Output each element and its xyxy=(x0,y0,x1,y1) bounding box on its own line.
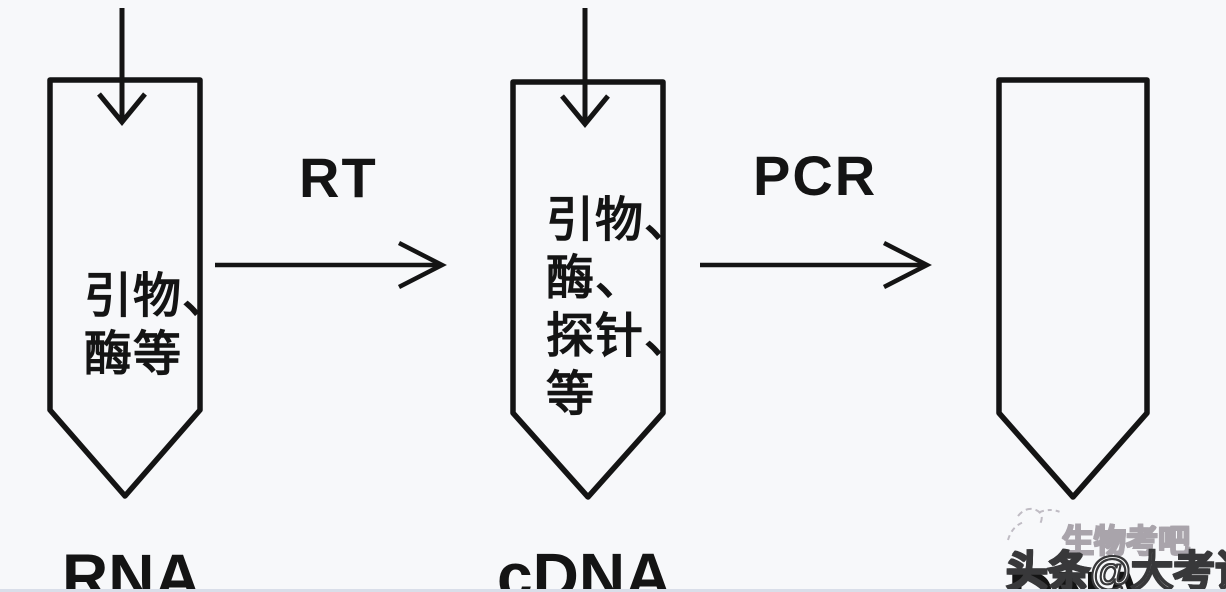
rna-tube-contents-line1: 引物、 xyxy=(84,270,232,323)
stage-label-rna: RNA xyxy=(62,541,201,592)
test-tube-dna xyxy=(996,77,1150,500)
rna-tube-contents-line2: 酶等 xyxy=(84,328,183,381)
down-arrow-into-cdna-tube-icon xyxy=(560,8,610,128)
test-tube-rna xyxy=(47,77,203,499)
pcr-label: PCR xyxy=(753,144,878,207)
watermark-sketch-icon xyxy=(1007,507,1061,541)
cdna-tube-contents-line1: 引物、 xyxy=(546,194,694,247)
cdna-tube-contents-line4: 等 xyxy=(546,368,596,421)
pcr-process-arrow-icon xyxy=(700,240,932,290)
cdna-tube-contents: 引物、 酶、 探针、 等 xyxy=(546,192,693,424)
cdna-tube-contents-line3: 探针、 xyxy=(546,310,694,363)
bottom-edge-strip xyxy=(0,589,1226,592)
stage-label-cdna: cDNA xyxy=(497,540,672,592)
down-arrow-into-rna-tube-icon xyxy=(97,8,147,126)
rt-process-arrow-icon xyxy=(215,240,447,290)
stage-label-dna: DNA xyxy=(1008,562,1147,592)
watermark-text-line2: 头条@大考试 xyxy=(1005,547,1226,592)
cdna-tube-contents-line2: 酶、 xyxy=(546,252,645,305)
rt-label: RT xyxy=(299,146,378,209)
watermark-text-line1: 生物考吧 xyxy=(1061,522,1191,560)
rna-tube-contents: 引物、 酶等 xyxy=(84,268,231,384)
test-tube-cdna xyxy=(510,79,666,500)
